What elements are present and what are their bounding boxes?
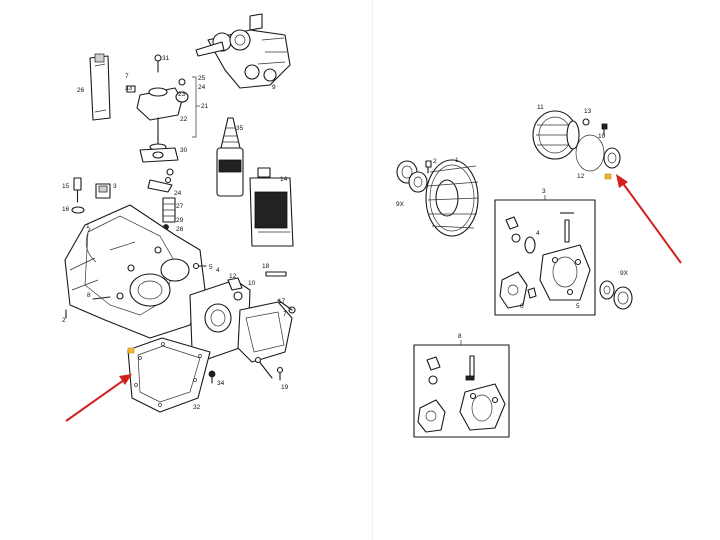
label-12: 12 bbox=[229, 273, 237, 280]
part-32-oil-pan bbox=[127, 337, 211, 413]
callout-arrow-left bbox=[65, 374, 132, 422]
label-r5: 5 bbox=[576, 303, 580, 310]
part-3-connector bbox=[95, 183, 111, 199]
label-33: 33 bbox=[125, 85, 133, 92]
label-8: 8 bbox=[87, 292, 91, 299]
part-9x-bearing-right bbox=[599, 280, 633, 310]
label-7: 7 bbox=[125, 73, 129, 80]
part-1-ring-gear bbox=[425, 159, 479, 237]
part-end-cover bbox=[237, 299, 296, 363]
label-15: 15 bbox=[62, 183, 70, 190]
part-35-sealant-tube bbox=[216, 117, 244, 197]
label-r2: 2 bbox=[433, 158, 437, 165]
part-14-oil-can bbox=[249, 167, 294, 247]
label-18: 18 bbox=[262, 263, 270, 270]
label-21: 21 bbox=[201, 103, 209, 110]
box-3-differential-kit bbox=[494, 195, 596, 316]
part-34-drain-bolt bbox=[208, 370, 216, 378]
label-r1: 1 bbox=[455, 157, 459, 164]
label-1: 1 bbox=[86, 223, 90, 230]
label-r6: 6 bbox=[520, 303, 524, 310]
label-r10: 10 bbox=[598, 133, 606, 140]
label-4: 4 bbox=[216, 267, 220, 274]
label-r3: 3 bbox=[542, 188, 546, 195]
part-shift-selector bbox=[126, 54, 189, 230]
callout-arrow-right bbox=[616, 174, 682, 264]
part-18-stud bbox=[265, 271, 287, 277]
label-9x-left: 9X bbox=[396, 201, 405, 208]
label-24b: 24 bbox=[174, 190, 182, 197]
label-3: 3 bbox=[113, 183, 117, 190]
label-10: 10 bbox=[248, 280, 256, 287]
part-bearing-right-top bbox=[603, 147, 621, 169]
label-7b: 7 bbox=[283, 311, 287, 318]
label-r4: 4 bbox=[536, 230, 540, 237]
label-r13: 13 bbox=[584, 108, 592, 115]
part-2-bolt bbox=[425, 160, 432, 168]
part-9x-bearing-left bbox=[396, 160, 428, 193]
label-30: 30 bbox=[180, 147, 188, 154]
label-17: 17 bbox=[278, 298, 286, 305]
label-23: 23 bbox=[178, 91, 186, 98]
label-34: 34 bbox=[217, 380, 225, 387]
gearbox-assembly-left: 26 31 7 33 25 24 23 bbox=[62, 13, 296, 422]
label-32: 32 bbox=[193, 404, 201, 411]
box-8-gear-set bbox=[413, 340, 510, 438]
label-31: 31 bbox=[162, 55, 170, 62]
leader-1 bbox=[85, 227, 97, 263]
label-2: 2 bbox=[62, 317, 66, 324]
part-12-plate bbox=[189, 277, 251, 361]
label-35: 35 bbox=[236, 125, 244, 132]
highlight-marker-right bbox=[604, 173, 612, 180]
label-25: 25 bbox=[198, 75, 206, 82]
part-12-seal bbox=[575, 134, 605, 172]
label-16: 16 bbox=[62, 206, 70, 213]
part-9-shaft-assembly bbox=[195, 13, 291, 89]
label-28: 28 bbox=[176, 226, 184, 233]
label-19: 19 bbox=[281, 384, 289, 391]
label-r8: 8 bbox=[458, 333, 462, 340]
highlight-marker-left bbox=[127, 347, 135, 354]
label-26: 26 bbox=[77, 87, 85, 94]
label-14: 14 bbox=[280, 176, 288, 183]
label-5: 5 bbox=[209, 264, 213, 271]
part-1-main-housing bbox=[64, 204, 206, 339]
label-r11: 11 bbox=[537, 104, 544, 111]
label-27: 27 bbox=[176, 203, 184, 210]
differential-assembly-right: 9X 2 1 11 13 10 12 bbox=[396, 104, 682, 438]
label-r12: 12 bbox=[577, 173, 585, 180]
label-9x-right: 9X bbox=[620, 270, 629, 277]
bracket-21 bbox=[192, 76, 197, 138]
part-26-strip bbox=[89, 53, 111, 121]
part-15-sensor bbox=[71, 177, 85, 214]
label-9: 9 bbox=[272, 84, 276, 91]
label-24: 24 bbox=[198, 84, 206, 91]
label-22: 22 bbox=[180, 116, 188, 123]
label-29: 29 bbox=[176, 217, 184, 224]
divider bbox=[372, 0, 373, 540]
part-11-carrier bbox=[532, 110, 580, 160]
